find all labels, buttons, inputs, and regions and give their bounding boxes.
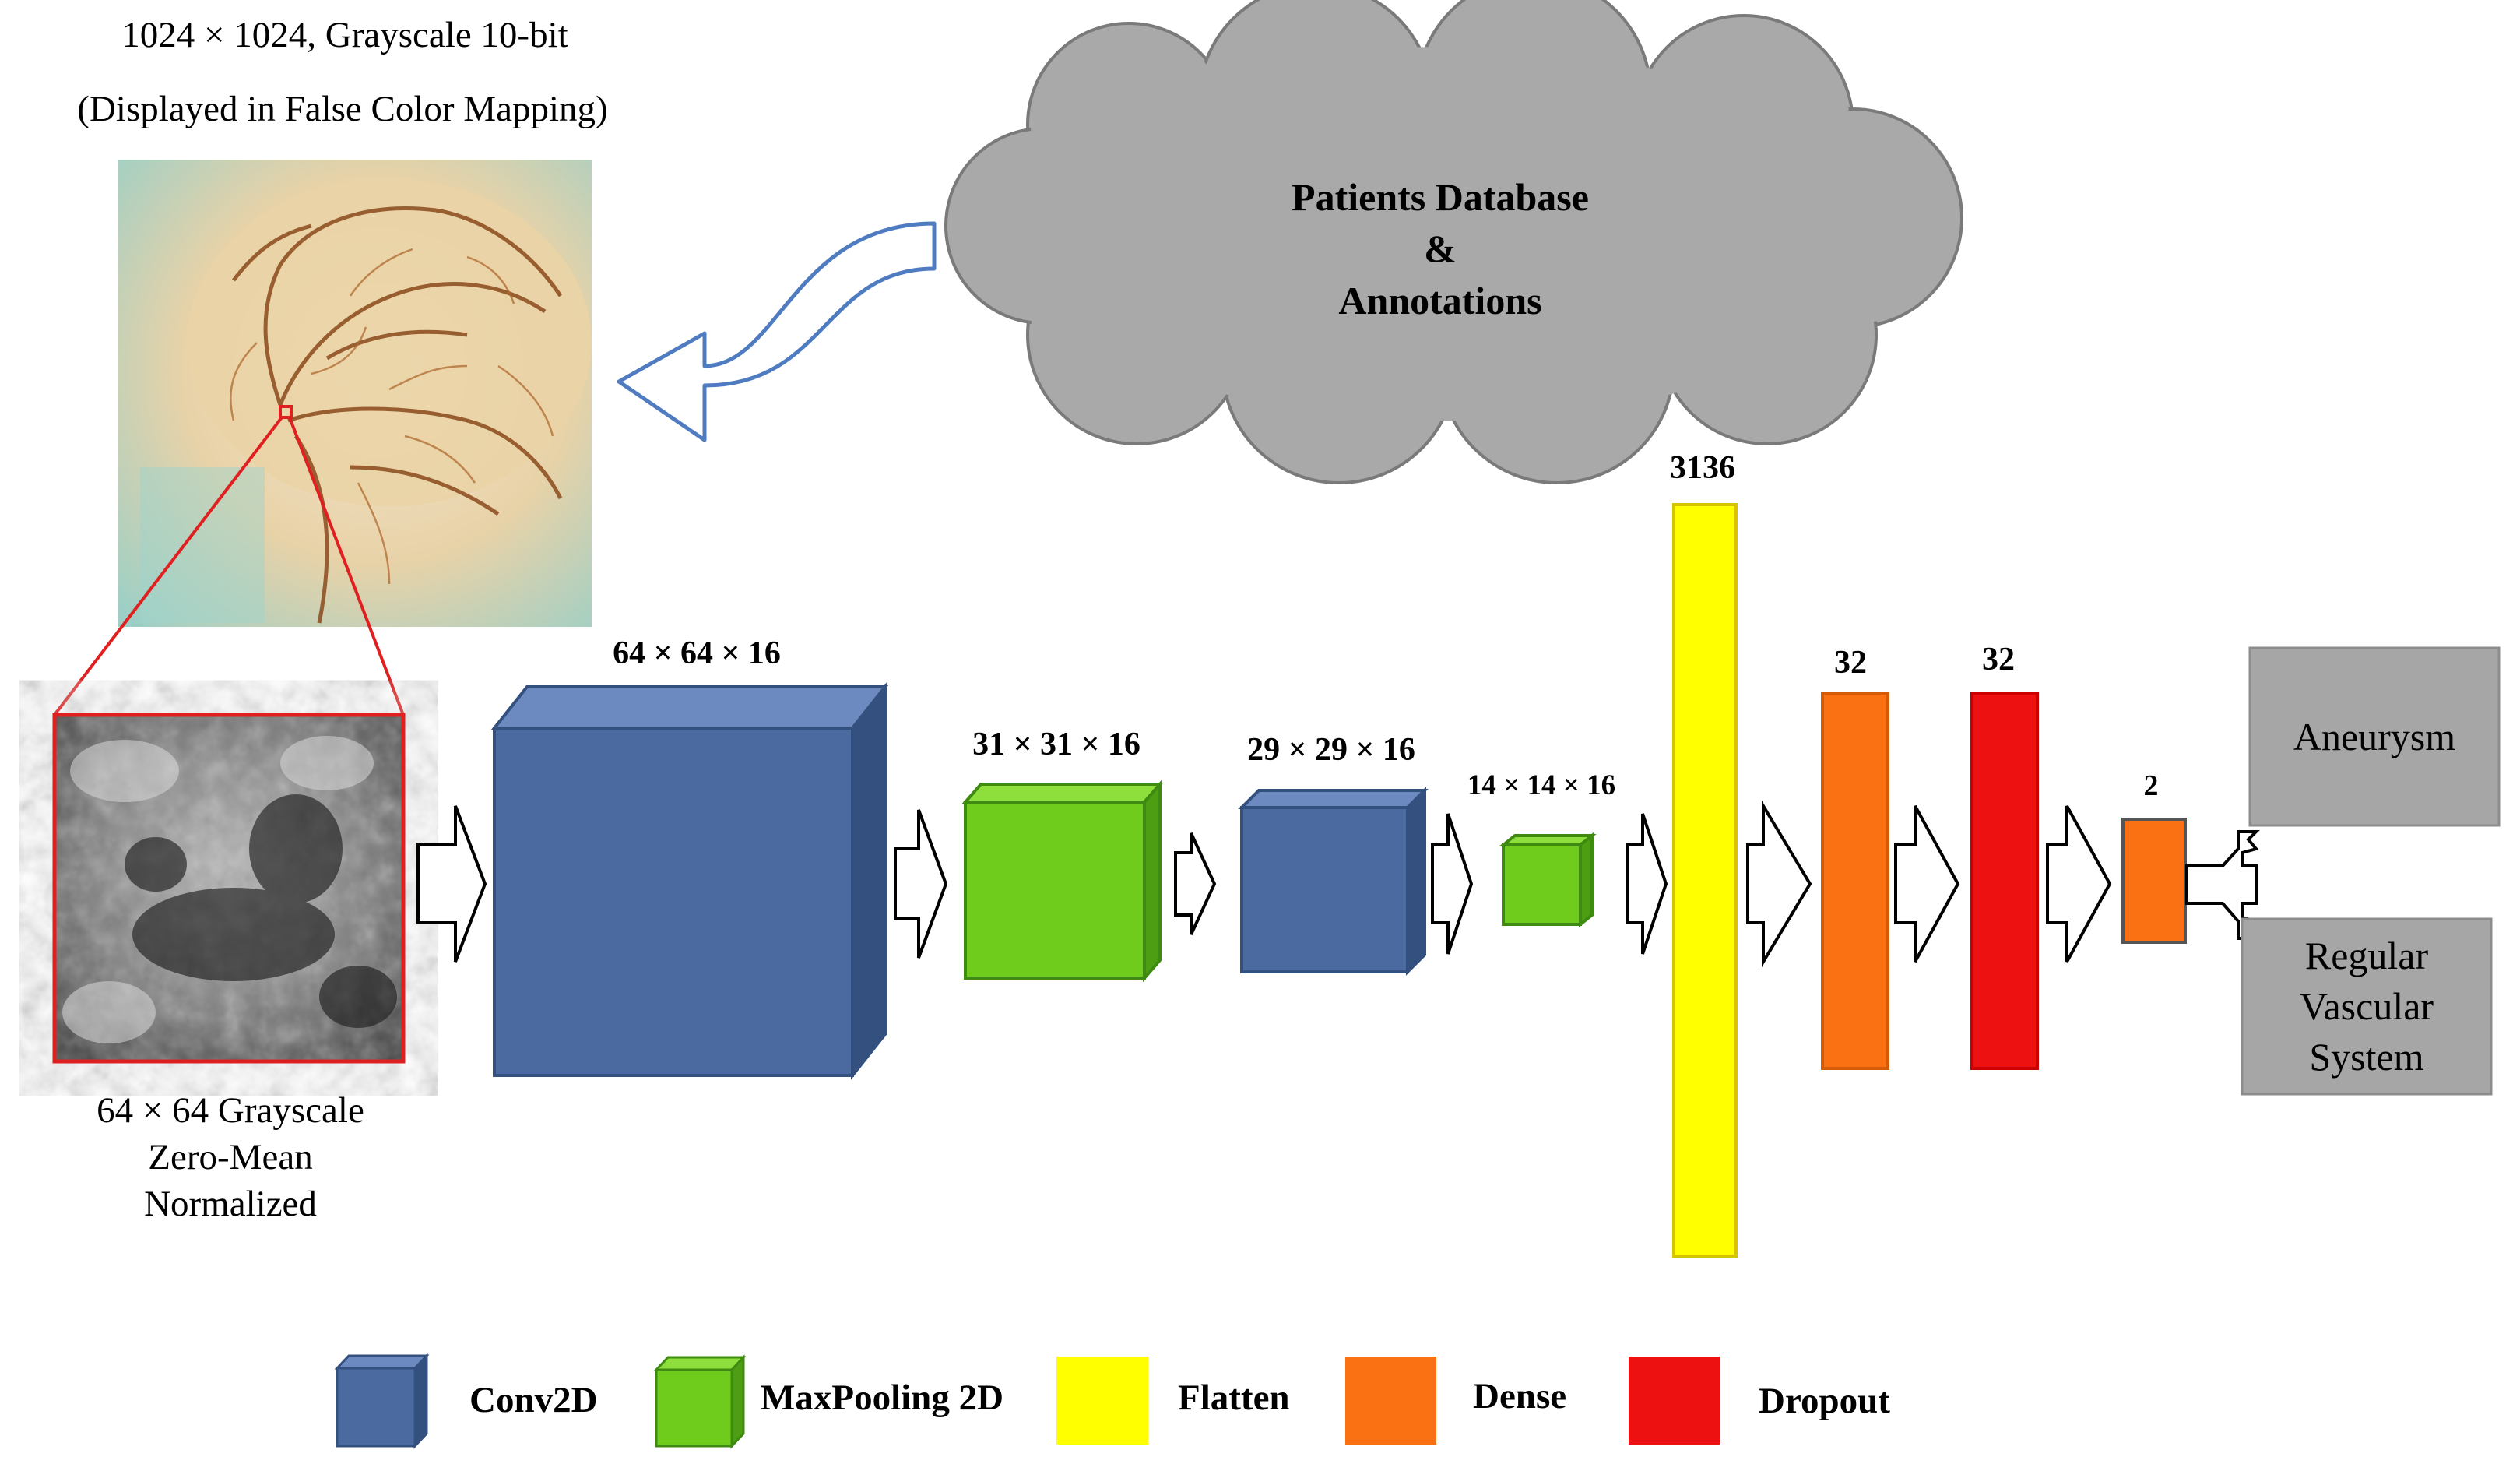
layer-flatten xyxy=(1672,503,1738,1258)
legend-swatch-dropout xyxy=(1629,1357,1720,1445)
flow-arrow-8 xyxy=(2046,805,2112,963)
output-regular-line1: Regular xyxy=(2304,934,2429,977)
flow-arrow-4 xyxy=(1431,813,1474,955)
flow-arrow-6 xyxy=(1746,800,1812,968)
output-regular-box xyxy=(2241,917,2493,1096)
layer-label-dense-1: 32 xyxy=(1834,645,1867,681)
patch-caption-line2: Zero-Mean xyxy=(148,1137,313,1177)
legend-label-dense: Dense xyxy=(1473,1376,1567,1416)
source-xray-image xyxy=(118,160,592,627)
output-regular-line2: Vascular xyxy=(2299,984,2434,1028)
layer-label-dropout: 32 xyxy=(1982,642,2015,677)
legend-swatch-flatten xyxy=(1056,1357,1148,1445)
database-label-line3: Annotations xyxy=(1338,279,1542,322)
source-image-caption-line2: (Displayed in False Color Mapping) xyxy=(77,89,608,129)
layer-label-flatten: 3136 xyxy=(1670,450,1735,486)
layer-dense-1 xyxy=(1821,692,1889,1070)
legend-label-conv2d: Conv2D xyxy=(469,1380,598,1420)
flow-arrow-3 xyxy=(1174,832,1217,935)
output-aneurysm-label: Aneurysm xyxy=(2293,714,2456,758)
legend-label-dropout: Dropout xyxy=(1759,1381,1890,1421)
flow-arrow-2 xyxy=(894,809,948,959)
legend-swatch-maxpooling xyxy=(653,1354,747,1449)
layer-label-maxpool-2: 14 × 14 × 16 xyxy=(1467,769,1616,801)
layer-conv2d-2 xyxy=(1238,787,1429,976)
database-label-line2: & xyxy=(1424,227,1457,270)
output-regular-line3: System xyxy=(2309,1035,2424,1079)
legend-label-flatten: Flatten xyxy=(1178,1378,1290,1418)
database-label-line1: Patients Database xyxy=(1292,175,1589,219)
patch-caption-line3: Normalized xyxy=(144,1184,317,1224)
layer-conv2d-1 xyxy=(490,682,889,1080)
input-patch-image xyxy=(52,713,406,1064)
legend-label-maxpooling: MaxPooling 2D xyxy=(761,1378,1004,1418)
layer-label-conv2d-1: 64 × 64 × 16 xyxy=(613,635,781,671)
output-split-arrow xyxy=(2185,830,2260,940)
flow-arrow-7 xyxy=(1894,805,1960,963)
patients-database-cloud xyxy=(944,0,1963,484)
layer-dropout xyxy=(1970,692,2039,1070)
output-aneurysm-box xyxy=(2248,646,2501,827)
legend-swatch-dense xyxy=(1345,1357,1436,1445)
source-image-caption-line1: 1024 × 1024, Grayscale 10-bit xyxy=(121,15,568,55)
database-to-image-arrow xyxy=(617,221,937,442)
layer-maxpool-1 xyxy=(961,780,1164,983)
patch-caption-line1: 64 × 64 Grayscale xyxy=(97,1090,364,1131)
flow-arrows xyxy=(416,800,2112,968)
flow-arrow-1 xyxy=(416,805,487,963)
output-regular-label: Regular Vascular System xyxy=(2242,919,2491,1094)
layer-dense-2 xyxy=(2121,818,2187,944)
layer-label-conv2d-2: 29 × 29 × 16 xyxy=(1247,732,1415,768)
layer-label-dense-2: 2 xyxy=(2143,769,2159,802)
zoom-callout-lines xyxy=(53,416,405,716)
flow-arrow-5 xyxy=(1626,813,1668,955)
layer-maxpool-2 xyxy=(1499,832,1597,928)
layer-label-maxpool-1: 31 × 31 × 16 xyxy=(972,727,1141,762)
region-of-interest-marker xyxy=(279,405,293,419)
legend-swatch-conv2d xyxy=(334,1353,430,1449)
